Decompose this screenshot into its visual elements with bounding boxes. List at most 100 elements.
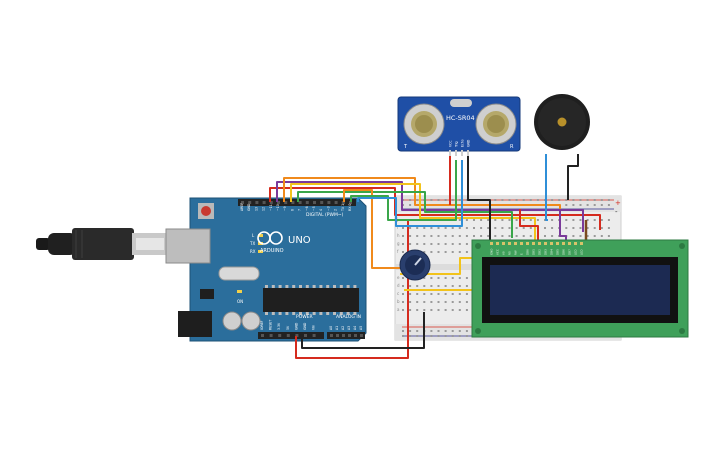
breadboard-hole [437,285,440,287]
chip-pin [265,285,268,288]
power-pin[interactable] [269,334,273,337]
power-pin[interactable] [304,334,307,337]
breadboard-hole [465,235,468,237]
breadboard-hole [402,293,404,295]
digital-pin-label: 4 [319,209,323,211]
breadboard-hole [458,293,461,295]
breadboard-hole [572,219,575,221]
rail-hole [586,204,589,206]
digital-pin-label: ~3 [326,206,330,211]
row-letter: e [397,275,400,280]
lcd-screen [490,265,670,315]
breadboard-hole [465,301,468,303]
analog-pin[interactable] [336,334,339,337]
breadboard-hole [458,235,461,237]
breadboard-hole [572,235,575,237]
rail-hole [451,199,454,201]
lcd-pin-label: DB4 [550,249,554,255]
breadboard-hole [444,243,447,245]
breadboard-hole [607,219,610,221]
digital-pin-label: GND [247,203,251,211]
breadboard-hole [465,219,468,221]
breadboard-hole [494,219,497,221]
analog-pin[interactable] [348,334,351,337]
breadboard-hole [430,285,433,287]
digital-pin[interactable] [269,201,273,204]
digital-pin[interactable] [327,201,331,204]
breadboard-hole [416,301,419,303]
sensor-pin-label: VCC [449,140,453,147]
analog-pin[interactable] [354,334,357,337]
rail-minus-sign: - [615,208,618,216]
digital-pin[interactable] [298,201,302,204]
chip-pin [326,285,330,288]
rail-hole [600,204,603,206]
row-letter: i [397,225,398,230]
breadboard-hole [416,235,419,237]
analog-pin-label: A5 [359,326,363,330]
breadboard-hole [423,243,426,245]
power-pin-label: RESET [269,320,273,330]
chip-pin [299,285,302,288]
lcd-pin [574,242,577,245]
chip-pin [339,285,343,288]
digital-pin[interactable] [291,201,295,204]
breadboard-hole [480,227,483,229]
breadboard-hole [522,227,525,229]
rail-hole [586,199,589,201]
breadboard-hole [544,235,546,237]
digital-pin[interactable] [334,201,338,204]
rail-hole [465,335,468,337]
analog-pin-label: A4 [353,326,357,330]
power-pin[interactable] [286,334,290,337]
breadboard-hole [430,227,433,229]
breadboard-hole [430,293,433,295]
breadboard-hole [600,235,603,237]
digital-pin[interactable] [313,201,316,204]
digital-pin[interactable] [262,201,266,204]
digital-pin[interactable] [284,201,288,204]
breadboard-hole [536,219,539,221]
breadboard-hole [451,235,454,237]
analog-pin[interactable] [360,334,363,337]
breadboard-hole [522,235,525,237]
analog-pin[interactable] [330,334,333,337]
analog-pin[interactable] [342,334,345,337]
digital-pin[interactable] [305,201,309,204]
breadboard-hole [402,227,404,229]
breadboard-hole [458,309,461,311]
breadboard-hole [423,309,426,311]
breadboard-hole [465,309,468,311]
breadboard-hole [423,301,426,303]
breadboard-hole [465,277,468,279]
breadboard-hole [508,235,511,237]
rail-hole [565,199,568,201]
breadboard-hole [402,285,404,287]
breadboard-hole [444,251,447,253]
digital-pin[interactable] [255,201,259,204]
digital-pin[interactable] [241,201,244,204]
breadboard-hole [409,309,412,311]
breadboard-hole [451,277,454,279]
power-pin[interactable] [312,334,316,337]
rail-hole [409,330,412,332]
digital-pin[interactable] [341,201,345,204]
reset-button[interactable] [201,206,211,216]
potentiometer[interactable] [399,249,431,281]
rail-hole [416,330,419,332]
digital-pin[interactable] [320,201,324,204]
breadboard-hole [402,235,404,237]
on-led-label: ON [237,299,243,304]
breadboard-hole [465,227,468,229]
breadboard-hole [437,301,440,303]
power-pin[interactable] [278,334,282,337]
rail-hole [515,199,518,201]
rail-hole [437,330,440,332]
digital-pin[interactable] [349,201,352,204]
rail-hole [465,330,468,332]
digital-pin[interactable] [277,201,280,204]
power-pin[interactable] [295,334,299,337]
power-pin[interactable] [261,334,264,337]
digital-pin[interactable] [248,201,252,204]
lcd-pin [532,242,535,245]
